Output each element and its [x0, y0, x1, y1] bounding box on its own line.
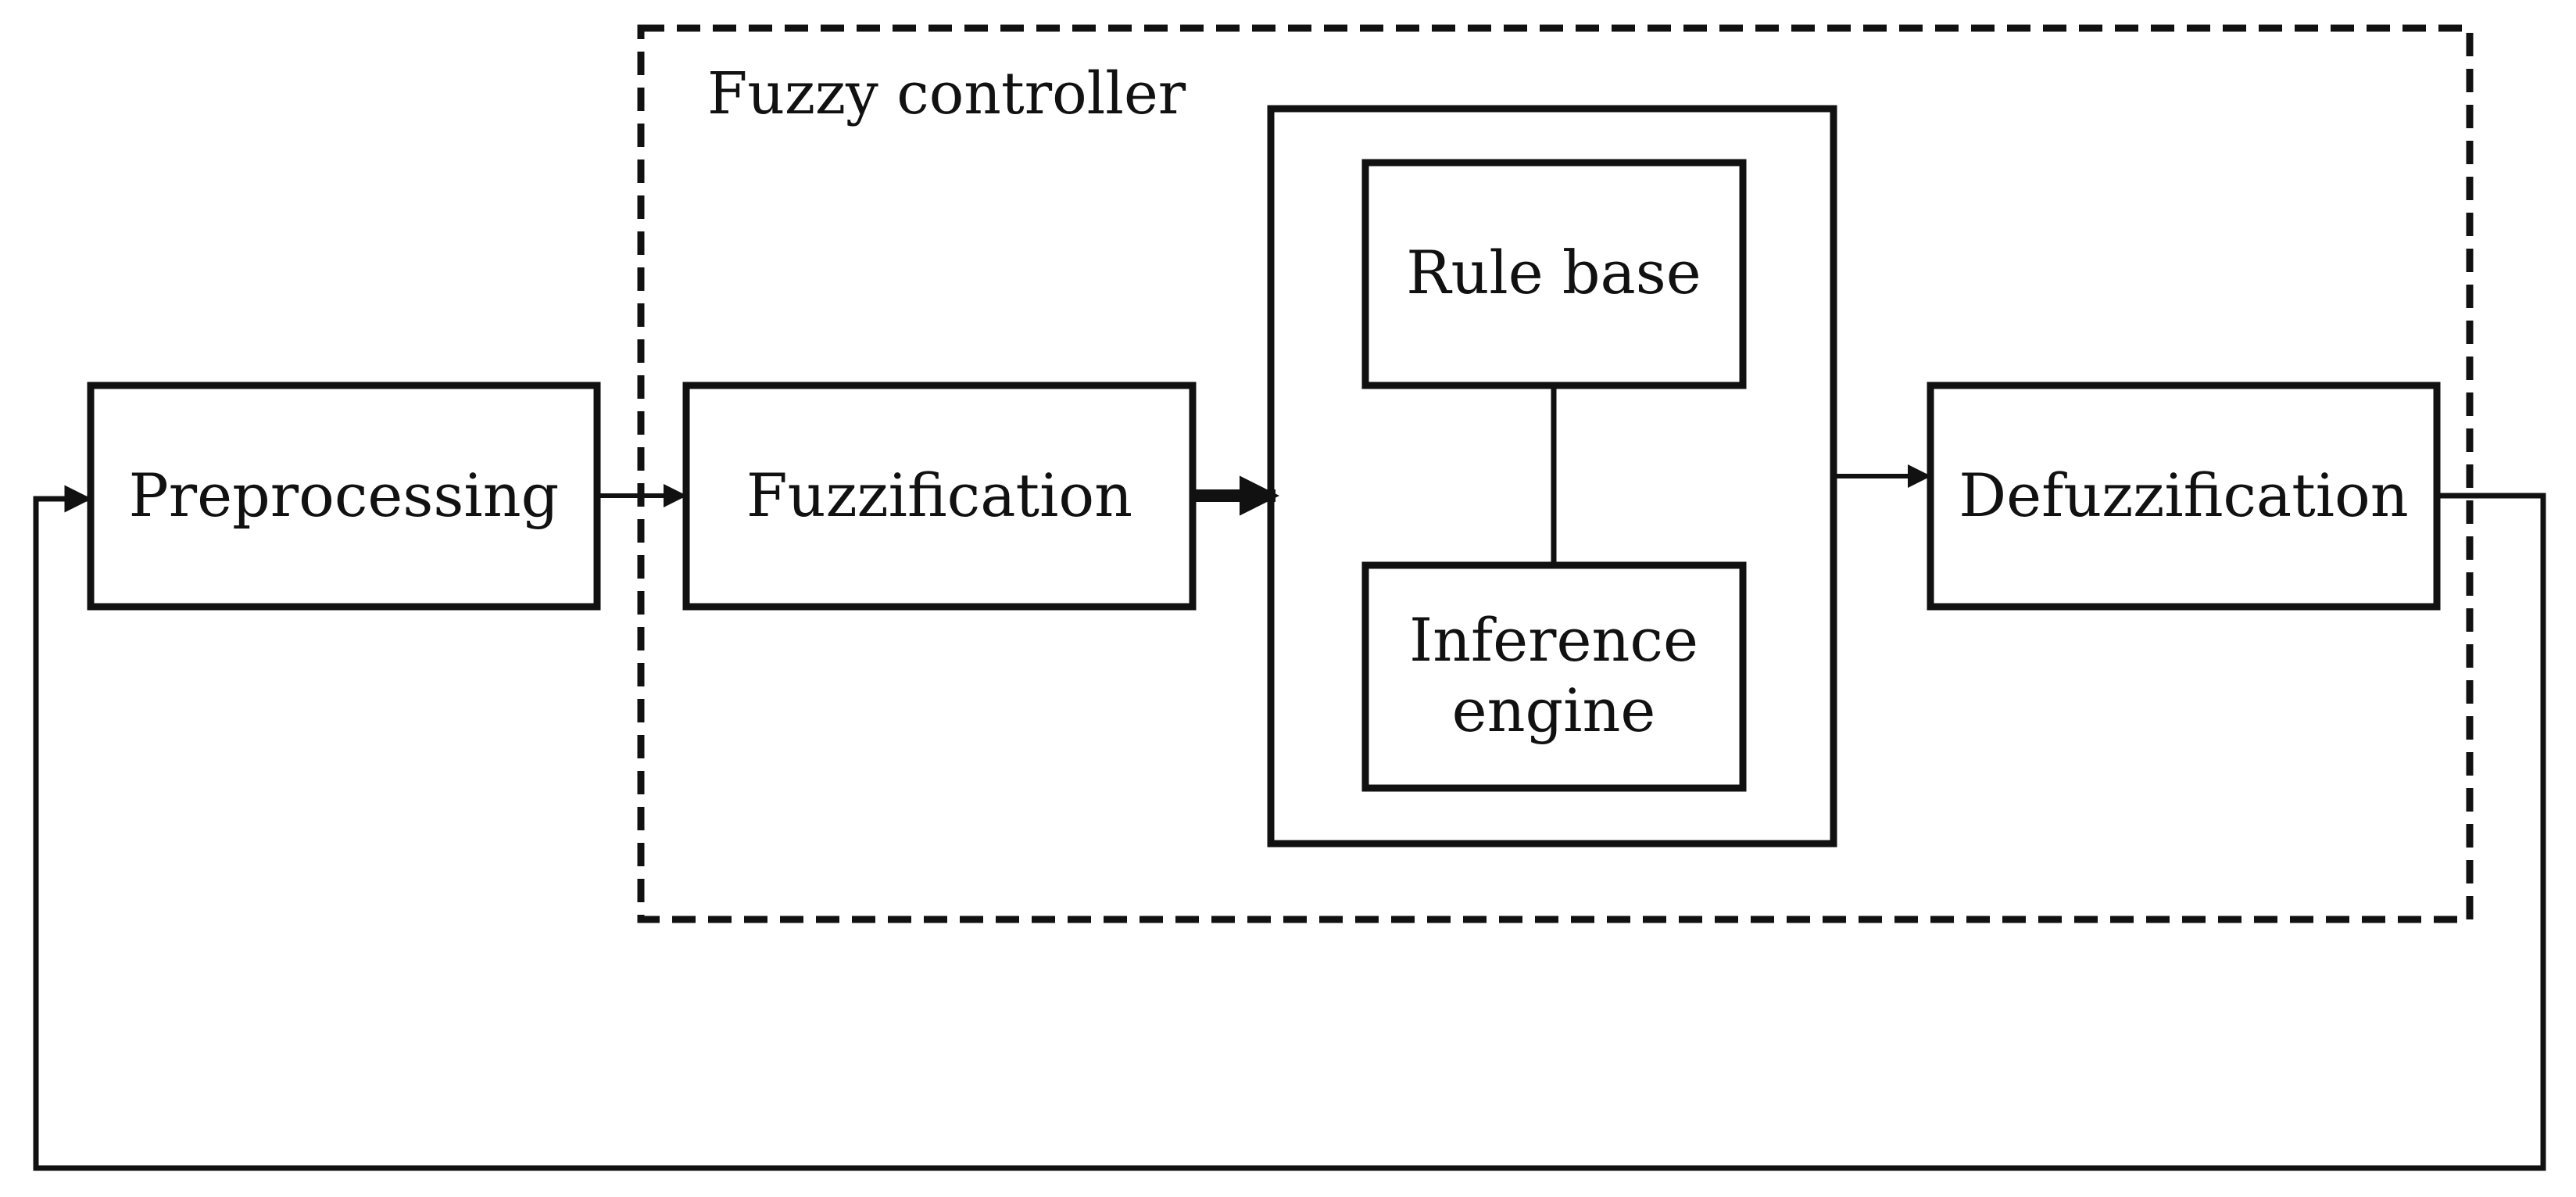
fuzzy-controller-label: Fuzzy controller	[707, 60, 1186, 127]
preprocessing-block: Preprocessing	[87, 382, 601, 611]
inference-engine-label-line2: engine	[1452, 676, 1656, 745]
fuzzy-controller-boundary	[637, 24, 2474, 923]
preprocessing-label: Preprocessing	[129, 461, 560, 530]
defuzzification-block: Defuzzification	[1927, 382, 2441, 611]
fuzzification-label: Fuzzification	[746, 461, 1132, 530]
defuzzification-label: Defuzzification	[1959, 461, 2409, 530]
rule-base-block: Rule base	[1361, 159, 1747, 389]
rule-base-label: Rule base	[1406, 238, 1701, 307]
fuzzification-block: Fuzzification	[682, 382, 1197, 611]
inference-engine-label-line1: Inference	[1409, 605, 1698, 675]
inference-engine-block: Inference engine	[1361, 561, 1747, 792]
feedback-loop-arrow	[33, 485, 2546, 1171]
